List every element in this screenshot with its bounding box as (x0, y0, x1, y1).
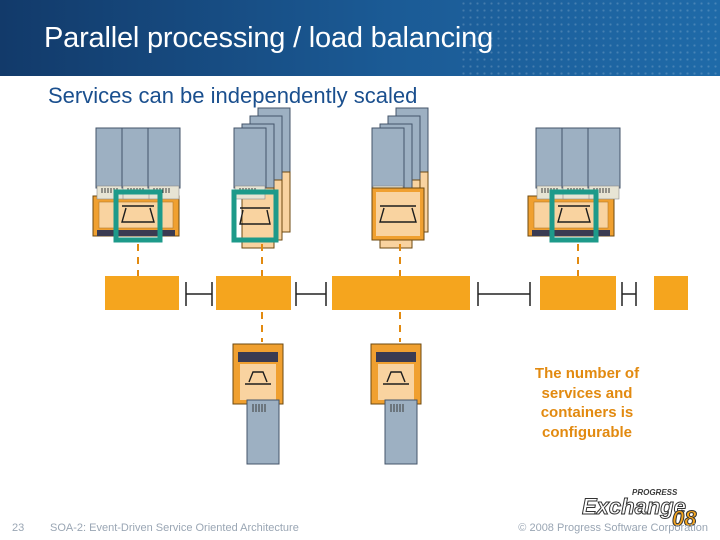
slide-subtitle: Services can be independently scaled (48, 83, 418, 108)
downward-container-1 (232, 343, 284, 465)
note-line: services and (541, 384, 633, 402)
service-bus (105, 276, 688, 310)
title-bar: Parallel processing / load balancing (0, 0, 720, 76)
logo-product: Exchange (582, 494, 686, 519)
service-group-1 (92, 127, 181, 243)
progress-exchange-logo: PROGRESS Exchange 08 (582, 488, 698, 528)
header-dot-pattern (460, 0, 720, 76)
configurable-note: The number of services and containers is… (514, 364, 660, 442)
copyright: © 2008 Progress Software Corporation (518, 522, 708, 534)
note-line: The number of (534, 365, 640, 382)
service-group-2 (231, 107, 291, 249)
container-1 (92, 195, 180, 237)
note-line: configurable (541, 423, 632, 441)
service-group-3 (371, 107, 429, 249)
presentation-title: SOA-2: Event-Driven Service Oriented Arc… (50, 522, 299, 534)
logo-edition: 08 (672, 506, 697, 528)
lower-connectors (261, 312, 401, 342)
slide-title: Parallel processing / load balancing (44, 22, 494, 54)
downward-container-2 (370, 343, 422, 465)
logo-brand: PROGRESS (632, 488, 678, 497)
upper-connectors (137, 244, 579, 276)
slide-number: 23 (12, 522, 25, 534)
note-line: containers is (540, 404, 634, 421)
service-group-4 (527, 127, 621, 243)
